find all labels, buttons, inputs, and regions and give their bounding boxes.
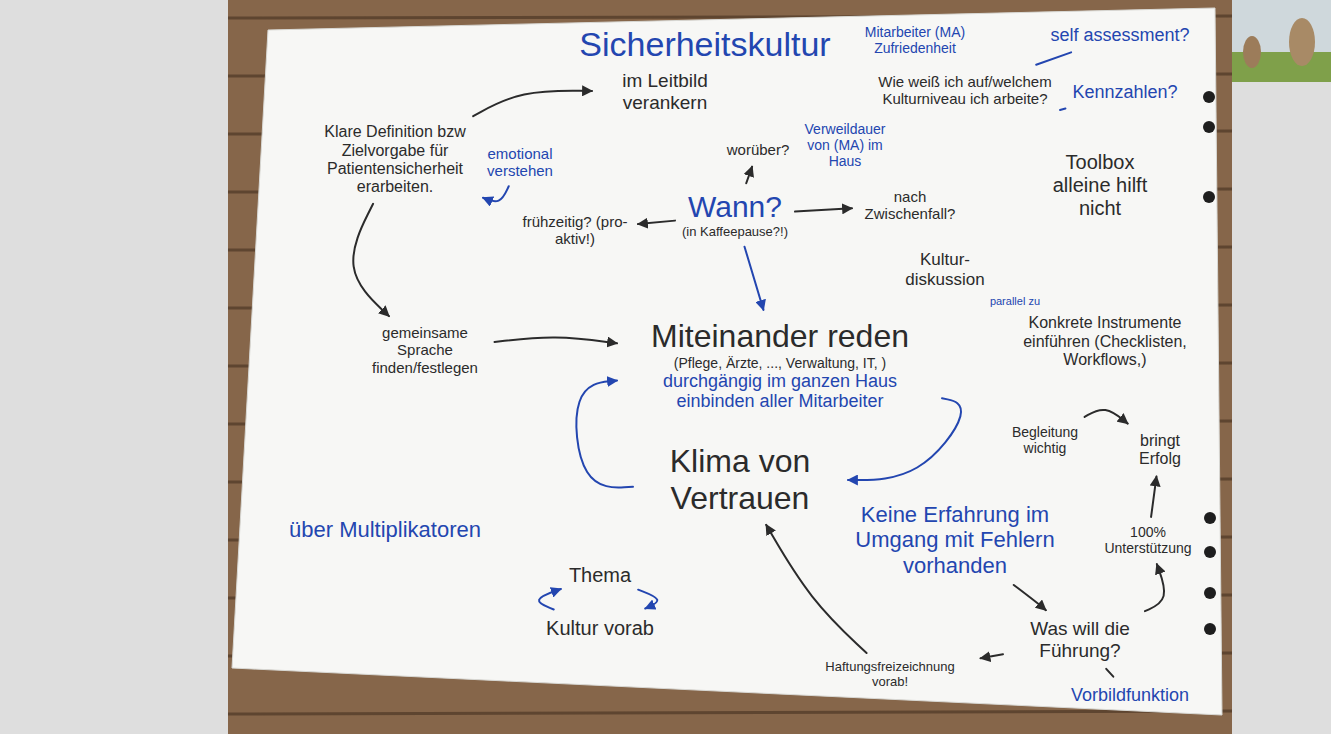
connector <box>1106 669 1113 677</box>
connector <box>746 167 752 184</box>
binder-hole <box>1204 623 1216 635</box>
text-cluster: Begleitung wichtig <box>1003 422 1087 458</box>
text-cluster: im Leitbild verankern <box>598 68 732 116</box>
text-cluster: Kultur- diskussion <box>888 248 1002 291</box>
connector <box>638 221 675 224</box>
handwritten-note: Kennzahlen? <box>1072 82 1177 103</box>
binder-hole <box>1204 587 1216 599</box>
connector <box>766 525 866 653</box>
free-note: Mitarbeiter (MA) Zufriedenheit <box>851 22 980 58</box>
binder-hole <box>1203 91 1215 103</box>
binder-holes <box>1203 91 1216 635</box>
text-cluster: Klima von Vertrauen <box>638 441 842 519</box>
connector <box>638 590 657 609</box>
text-cluster: worüber? <box>725 139 792 160</box>
binder-hole <box>1203 191 1215 203</box>
connector <box>1085 410 1128 424</box>
connector <box>745 247 764 310</box>
text-cluster: Miteinander reden(Pflege, Ärzte, ..., Ve… <box>623 316 937 414</box>
connector <box>981 654 1004 658</box>
chart-title: Sicherheitskultur <box>577 23 832 66</box>
handwritten-note: 100% Unterstützung <box>1098 524 1198 556</box>
handwritten-note: Klima von Vertrauen <box>640 443 840 517</box>
handwritten-note: Vorbildfunktion <box>1071 685 1189 706</box>
free-note: über Multiplikatoren <box>287 515 483 544</box>
text-cluster: self assessment? <box>1048 23 1191 48</box>
connector <box>539 589 561 610</box>
connector <box>353 204 389 316</box>
handwritten-note: gemeinsame Sprache finden/festlegen <box>363 324 488 376</box>
text-cluster: Wie weiß ich auf/welchem Kulturniveau ic… <box>876 71 1055 110</box>
connector-label: parallel zu <box>988 295 1042 307</box>
text-cluster: frühzeitig? (pro-aktiv!) <box>518 211 632 250</box>
text-cluster: Konkrete Instrumente einführen (Checklis… <box>1008 312 1202 371</box>
handwritten-note: Was will die Führung? <box>1010 618 1150 662</box>
handwritten-note: Kultur- diskussion <box>890 250 1000 289</box>
handwritten-note: frühzeitig? (pro-aktiv!) <box>520 213 630 248</box>
connector <box>495 338 618 344</box>
text-cluster: Thema <box>567 562 633 589</box>
handwritten-note: Konkrete Instrumente einführen (Checklis… <box>1010 314 1200 369</box>
thumbnail-stone <box>1243 36 1261 68</box>
thumbnail-sky <box>1232 0 1331 82</box>
handwritten-note: Miteinander reden <box>625 318 935 355</box>
text-cluster: Keine Erfahrung im Umgang mit Fehlern vo… <box>838 500 1072 580</box>
free-note: Toolbox alleine hilft nicht <box>1033 149 1167 222</box>
connector <box>795 208 852 211</box>
handwritten-note: Kultur vorab <box>546 617 654 640</box>
connectors <box>353 52 1164 676</box>
connector <box>576 381 633 488</box>
text-cluster: Was will die Führung? <box>1008 616 1152 664</box>
handwritten-note: bringt Erfolg <box>1125 432 1195 469</box>
connector <box>1151 476 1156 517</box>
text-cluster: bringt Erfolg <box>1123 430 1197 471</box>
binder-hole <box>1203 121 1215 133</box>
text-cluster: Kultur vorab <box>544 615 656 642</box>
handwritten-note: Wie weiß ich auf/welchem Kulturniveau ic… <box>878 73 1053 108</box>
thumbnail-stone <box>1289 18 1315 66</box>
handwritten-note: Klare Definition bzw Zielvorgabe für Pat… <box>315 123 475 197</box>
connector <box>483 186 509 201</box>
handwritten-note: (in Kaffeepause?!) <box>682 225 788 240</box>
text-cluster: Vorbildfunktion <box>1069 683 1191 708</box>
connector <box>1145 564 1164 611</box>
handwritten-note: Haftungsfreizeichnung vorab! <box>808 660 973 690</box>
thumbnail-photo <box>1232 0 1331 82</box>
handwritten-note: (Pflege, Ärzte, ..., Verwaltung, IT, ) <box>625 355 935 371</box>
connector <box>1036 52 1071 64</box>
handwritten-note: self assessment? <box>1050 25 1189 46</box>
plank-gap <box>228 711 1232 714</box>
binder-hole <box>1204 546 1216 558</box>
connector <box>473 91 592 116</box>
text-cluster: 100% Unterstützung <box>1096 522 1200 558</box>
connector <box>1060 108 1065 110</box>
free-note: Verweildauer von (MA) im Haus <box>796 119 895 171</box>
handwritten-note: emotional verstehen <box>483 145 557 180</box>
binder-hole <box>1204 512 1216 524</box>
text-cluster: nach Zwischenfall? <box>858 186 962 225</box>
handwritten-note: Keine Erfahrung im Umgang mit Fehlern vo… <box>840 502 1070 578</box>
wooden-wall <box>228 0 1232 734</box>
text-cluster: Klare Definition bzw Zielvorgabe für Pat… <box>313 121 477 199</box>
handwritten-note: im Leitbild verankern <box>600 70 730 114</box>
handwritten-note: nach Zwischenfall? <box>860 188 960 223</box>
handwritten-note: durchgängig im ganzen Haus einbinden all… <box>625 371 935 412</box>
connector <box>1014 585 1046 610</box>
text-cluster: emotional verstehen <box>481 143 559 182</box>
handwritten-note: Wann? <box>682 190 788 225</box>
text-cluster: Kennzahlen? <box>1070 80 1179 105</box>
handwritten-note: worüber? <box>727 141 790 158</box>
handwritten-note: Begleitung wichtig <box>1005 424 1085 456</box>
flipchart-paper <box>232 8 1222 715</box>
text-cluster: Haftungsfreizeichnung vorab! <box>806 658 975 692</box>
handwritten-note: Thema <box>569 564 631 587</box>
text-cluster: gemeinsame Sprache finden/festlegen <box>361 322 490 378</box>
text-cluster: Wann?(in Kaffeepause?!) <box>680 188 790 241</box>
